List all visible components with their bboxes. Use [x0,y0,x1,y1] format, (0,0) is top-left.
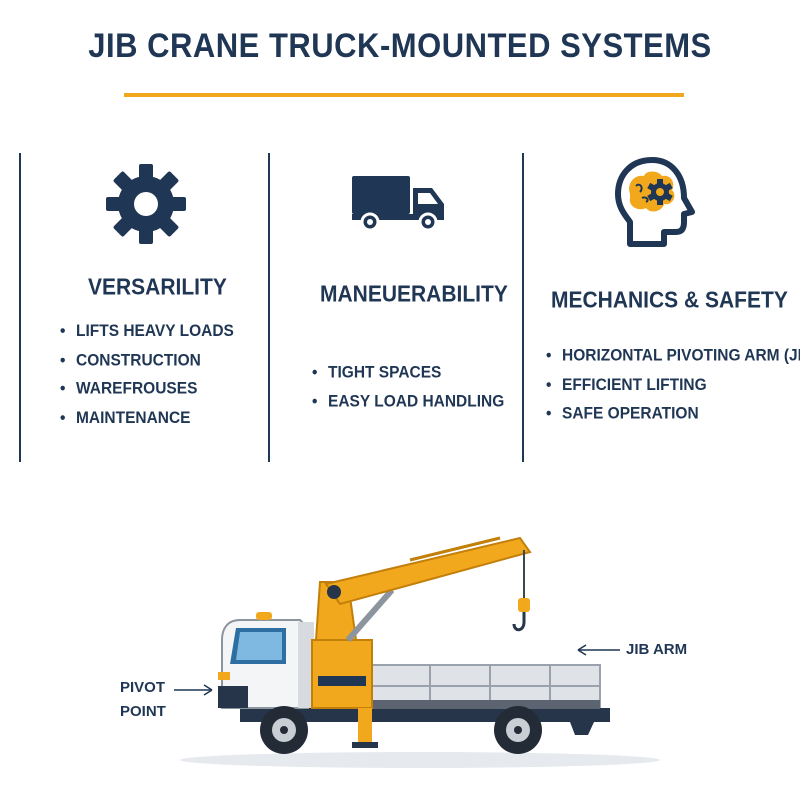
column-divider [19,153,21,462]
jib-arm-arrow [577,644,620,656]
truck-icon [350,174,446,234]
bullet-list: TIGHT SPACES EASY LOAD HANDLING [312,364,504,422]
list-item: SAFE OPERATION [546,405,800,434]
pivot-point-label: PIVOT POINT [120,676,166,724]
head-gears-icon [612,156,702,248]
list-item: TIGHT SPACES [312,364,504,393]
column-heading: MANEUERABILITY [320,281,508,308]
pivot-label-line: POINT [120,703,166,720]
jib-arm-label: JIB ARM [626,641,688,658]
list-item: HORIZONTAL PIVOTING ARM (JIB) [546,347,800,376]
column-mechanics-safety: MECHANICS & SAFETY HORIZONTAL PIVOTING A… [524,150,800,470]
column-heading: MECHANICS & SAFETY [551,287,788,314]
list-item: CONSTRUCTION [60,351,234,380]
bullet-list: LIFTS HEAVY LOADS CONSTRUCTION WAREFROUS… [60,322,234,438]
crane-truck-illustration [0,500,800,800]
list-item: MAINTENANCE [60,409,234,438]
list-item: EASY LOAD HANDLING [312,393,504,422]
list-item: WAREFROUSES [60,380,234,409]
column-heading: VERSARILITY [88,274,227,301]
gear-icon [106,164,186,244]
column-divider [522,153,524,462]
list-item: EFFICIENT LIFTING [546,376,800,405]
pivot-label-line: PIVOT [120,679,166,696]
page-title: JIB CRANE TRUCK-MOUNTED SYSTEMS [88,25,712,66]
column-divider [268,153,270,462]
title-underline [124,93,684,97]
bullet-list: HORIZONTAL PIVOTING ARM (JIB) EFFICIENT … [546,347,800,434]
list-item: LIFTS HEAVY LOADS [60,322,234,351]
pivot-point-arrow [174,684,213,696]
column-maneuverability: MANEUERABILITY TIGHT SPACES EASY LOAD HA… [270,150,522,470]
column-versatility: VERSARILITY LIFTS HEAVY LOADS CONSTRUCTI… [22,150,268,470]
